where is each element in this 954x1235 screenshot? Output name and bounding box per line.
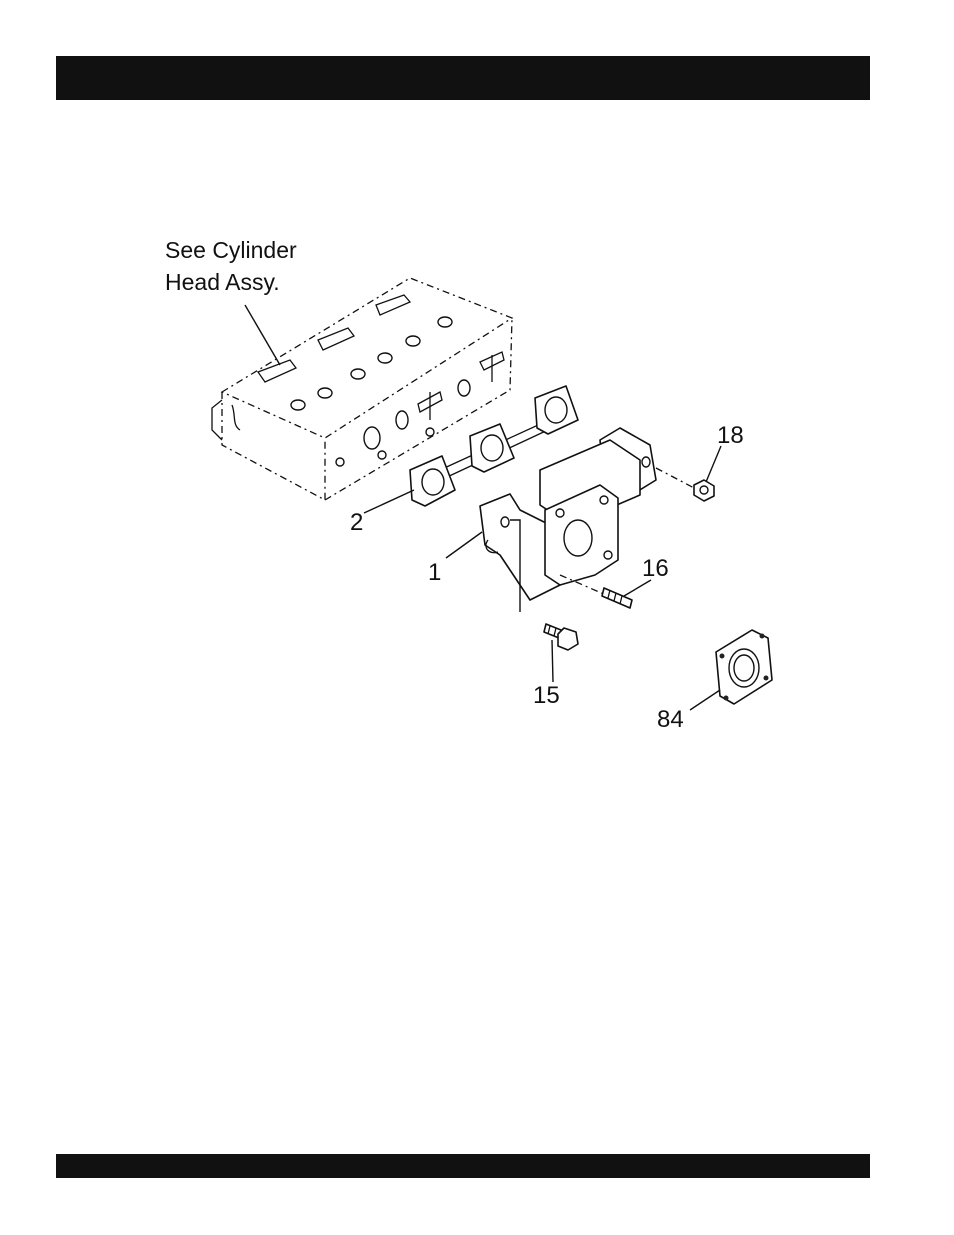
reference-note-leader [245, 305, 280, 365]
callout-18-leader [706, 446, 721, 482]
callout-15: 15 [533, 682, 560, 709]
callout-84: 84 [657, 706, 684, 733]
callout-84-leader [690, 690, 720, 710]
callout-2: 2 [350, 509, 363, 536]
reference-note-line2: Head Assy. [165, 269, 280, 295]
stud-part-16 [560, 575, 632, 608]
callout-16-leader [624, 580, 651, 596]
outlet-gasket-part-84 [716, 630, 772, 704]
callout-1: 1 [428, 559, 441, 586]
cylinder-head [212, 278, 512, 500]
reference-note-line1: See Cylinder [165, 237, 297, 263]
callout-1-leader [446, 532, 482, 558]
callout-2-leader [364, 490, 414, 513]
callout-15-leader [552, 640, 553, 682]
nut-part-18 [656, 468, 714, 501]
callout-18: 18 [717, 422, 744, 449]
callout-16: 16 [642, 555, 669, 582]
footer-bar [56, 1154, 870, 1178]
